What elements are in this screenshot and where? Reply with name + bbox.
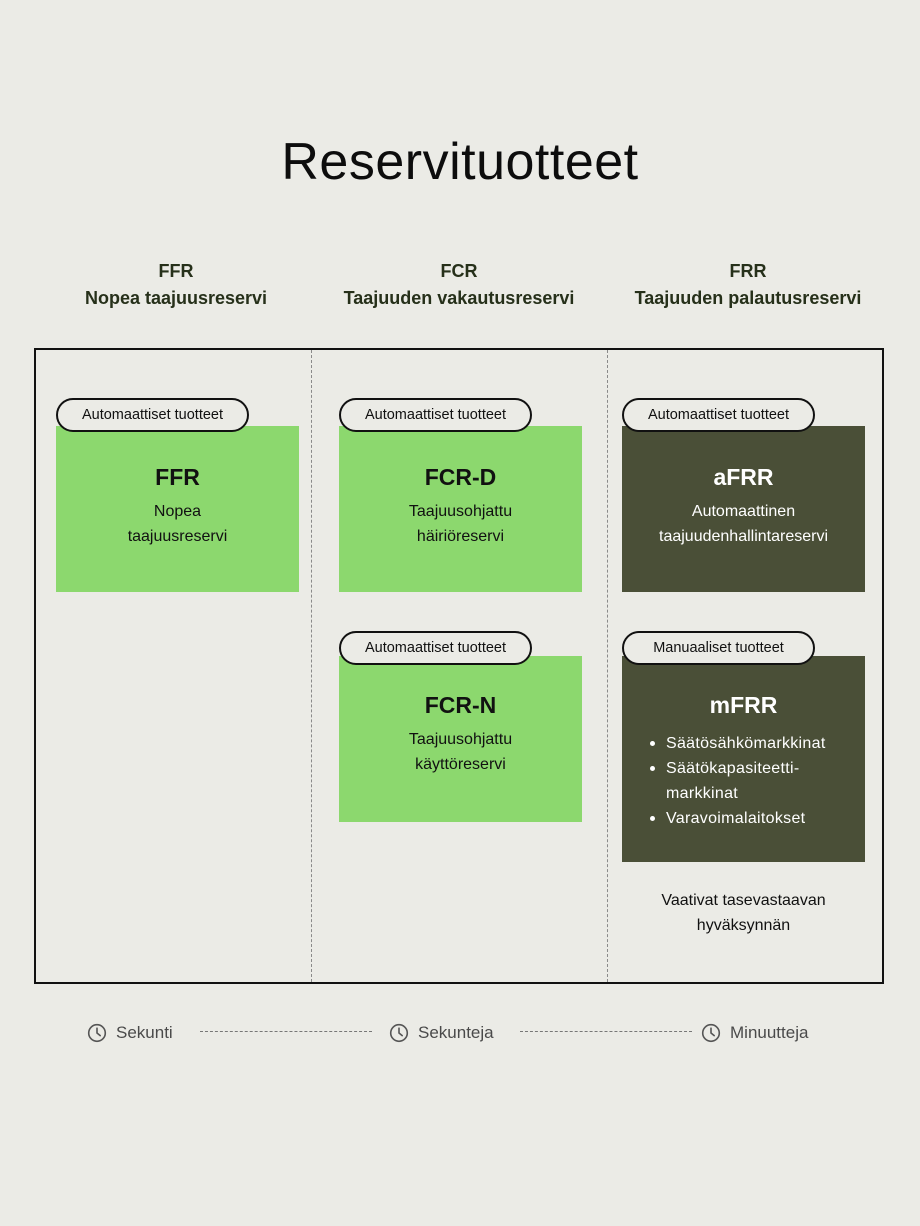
- column-divider: [607, 350, 608, 982]
- card-mfrr: mFRR Säätösähkömarkkinat Säätökapasiteet…: [622, 656, 865, 862]
- card-name: FCR-N: [424, 692, 497, 718]
- card-description: Automaattinen taajuudenhallintareservi: [659, 503, 828, 545]
- card-name: FFR: [155, 464, 200, 490]
- page-title: Reservituotteet: [281, 133, 639, 191]
- card-name: FCR-D: [424, 464, 497, 490]
- card-fcr-d: FCR-D Taajuusohjattu häiriöreservi: [339, 426, 582, 592]
- timeline-label: Minuutteja: [730, 1023, 809, 1042]
- timeline-label: Sekunteja: [418, 1023, 494, 1042]
- timeline-connector: [200, 1031, 372, 1032]
- diagram-frame: [34, 348, 884, 984]
- tag-automatic: Automaattiset tuotteet: [622, 398, 815, 432]
- timeline-connector: [520, 1031, 692, 1032]
- card-description: Taajuusohjattu häiriöreservi: [408, 503, 513, 545]
- card-description: Nopea taajuusreservi: [127, 503, 228, 545]
- timeline-item-minutes: Minuutteja: [701, 1021, 808, 1045]
- clock-icon: [701, 1023, 721, 1043]
- card-name: aFRR: [713, 464, 774, 490]
- column-name: Taajuuden vakautusreservi: [343, 288, 575, 308]
- mfrr-note: Vaativat tasevastaavan hyväksynnän: [661, 892, 826, 934]
- column-divider: [311, 350, 312, 982]
- card-fcr-n: FCR-N Taajuusohjattu käyttöreservi: [339, 656, 582, 822]
- column-header-ffr: FFR Nopea taajuusreservi: [26, 258, 326, 312]
- tag-manual: Manuaaliset tuotteet: [622, 631, 815, 665]
- mfrr-list: Säätösähkömarkkinat Säätökapasiteetti- m…: [622, 731, 865, 831]
- column-name: Taajuuden palautusreservi: [634, 288, 862, 308]
- list-item: Varavoimalaitokset: [648, 806, 865, 831]
- card-name: mFRR: [709, 692, 778, 718]
- card-ffr: FFR Nopea taajuusreservi: [56, 426, 299, 592]
- tag-automatic: Automaattiset tuotteet: [56, 398, 249, 432]
- timeline-item-several-seconds: Sekunteja: [389, 1021, 494, 1045]
- clock-icon: [87, 1023, 107, 1043]
- list-item: Säätökapasiteetti- markkinat: [648, 756, 865, 806]
- column-abbr: FCR: [440, 261, 478, 281]
- tag-automatic: Automaattiset tuotteet: [339, 631, 532, 665]
- column-abbr: FFR: [158, 261, 194, 281]
- column-header-frr: FRR Taajuuden palautusreservi: [598, 258, 898, 312]
- timeline-item-seconds: Sekunti: [87, 1021, 173, 1045]
- tag-automatic: Automaattiset tuotteet: [339, 398, 532, 432]
- column-abbr: FRR: [729, 261, 767, 281]
- column-name: Nopea taajuusreservi: [84, 288, 268, 308]
- list-item: Säätösähkömarkkinat: [648, 731, 865, 756]
- card-afrr: aFRR Automaattinen taajuudenhallintarese…: [622, 426, 865, 592]
- column-header-fcr: FCR Taajuuden vakautusreservi: [309, 258, 609, 312]
- clock-icon: [389, 1023, 409, 1043]
- card-description: Taajuusohjattu käyttöreservi: [408, 731, 513, 773]
- timeline-label: Sekunti: [116, 1023, 173, 1042]
